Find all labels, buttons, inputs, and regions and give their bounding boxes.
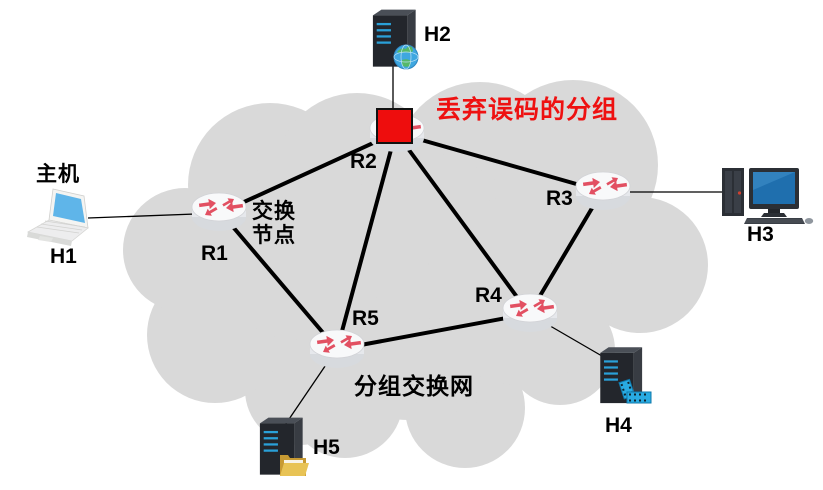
label-r4: R4 xyxy=(475,284,502,307)
label-h4: H4 xyxy=(605,414,632,437)
server-video-icon xyxy=(600,347,652,404)
switch-node-annotation: 交换 节点 xyxy=(252,201,296,249)
dropped-packet-icon xyxy=(376,108,413,144)
router-r4-icon xyxy=(503,294,557,332)
link-r2-r3 xyxy=(395,131,603,193)
drop-packet-annotation: 丢弃误码的分组 xyxy=(436,96,619,124)
laptop-icon xyxy=(26,188,89,246)
label-h5: H5 xyxy=(313,436,340,459)
router-r3-icon xyxy=(576,172,630,210)
router-r1-icon xyxy=(192,193,246,231)
link-r2-r5 xyxy=(336,133,397,348)
link-r4-r5 xyxy=(337,312,530,351)
label-r3: R3 xyxy=(546,187,573,210)
switch-node-line2: 节点 xyxy=(252,224,296,247)
server-folder-icon xyxy=(259,417,309,476)
host-annotation: 主机 xyxy=(36,163,80,186)
network-name-label: 分组交换网 xyxy=(354,373,474,399)
desktop-pc-icon xyxy=(722,168,814,224)
link-r1-r5 xyxy=(220,212,338,350)
label-r5: R5 xyxy=(352,307,379,330)
link-r2-r4 xyxy=(396,133,530,314)
label-h1: H1 xyxy=(50,245,77,268)
label-r1: R1 xyxy=(201,242,228,265)
label-h2: H2 xyxy=(424,23,451,46)
label-h3: H3 xyxy=(747,223,774,246)
label-r2: R2 xyxy=(350,150,377,173)
switch-node-line1: 交换 xyxy=(252,200,296,223)
link-r1-r2 xyxy=(220,131,397,214)
router-r5-icon xyxy=(310,330,364,368)
link-r3-r4 xyxy=(529,191,603,313)
server-globe-icon xyxy=(372,9,419,70)
